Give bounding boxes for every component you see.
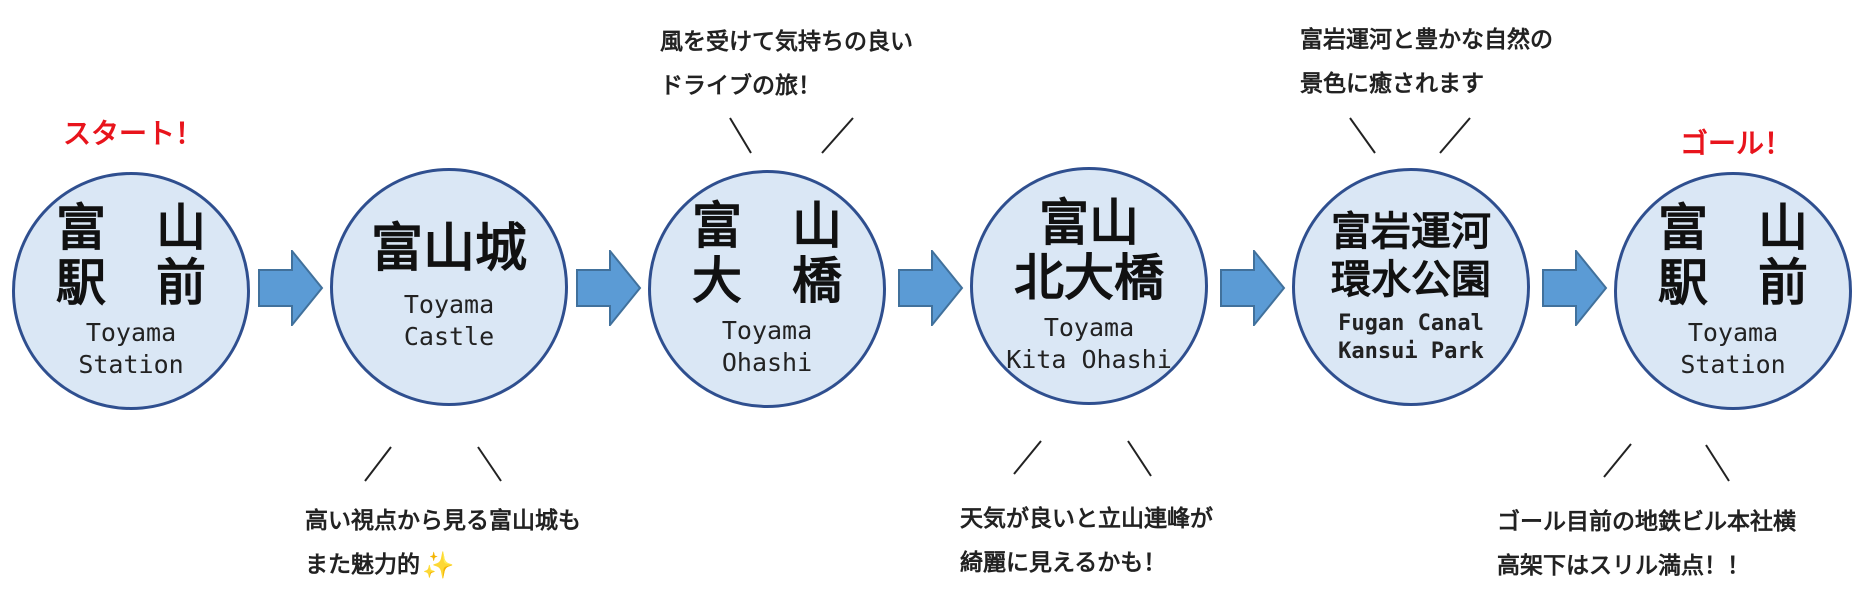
note-line: 景色に癒されます	[1300, 71, 1484, 97]
stop-fugan-canal-kansui-park: 富岩運河 環水公園 Fugan Canal Kansui Park	[1292, 168, 1530, 406]
note-line: 風を受けて気持ちの良い	[660, 29, 913, 55]
tick-line	[1013, 440, 1042, 475]
stop-name-en-line: Toyama	[1687, 318, 1779, 347]
stop-name-jp-line: 富山城	[370, 219, 527, 280]
stop-name-jp: 富 山 大 橋	[692, 199, 842, 309]
start-label: スタート！	[63, 117, 204, 150]
stop-name-en: Toyama Station	[1680, 317, 1785, 381]
note-line: 天気が良いと立山連峰が	[960, 506, 1213, 532]
note-line: 富岩運河と豊かな自然の	[1300, 27, 1553, 53]
stop-name-en: Toyama Ohashi	[722, 315, 812, 379]
note-castle: 高い視点から見る富山城も また魅力的✨	[305, 499, 581, 588]
stop-name-en-line: Toyama	[403, 289, 495, 319]
sparkle-icon: ✨	[422, 551, 455, 581]
note-line: 高い視点から見る富山城も	[305, 508, 581, 534]
stop-name-en: Toyama Station	[78, 317, 183, 381]
note-line: 高架下はスリル満点！！	[1497, 553, 1750, 579]
tick-line	[1603, 443, 1632, 478]
stop-name-en-line: Castle	[403, 321, 495, 351]
tick-line	[1349, 117, 1376, 154]
stop-name-en-line: Station	[1680, 350, 1786, 379]
tick-line	[477, 446, 502, 482]
stop-name-jp-line: 駅 前	[56, 254, 206, 312]
note-kita-ohashi: 天気が良いと立山連峰が 綺麗に見えるかも！	[960, 497, 1213, 585]
note-line: ドライブの旅！	[660, 73, 821, 99]
stop-name-jp: 富山 北大橋	[1014, 196, 1164, 306]
stop-toyama-kita-ohashi: 富山 北大橋 Toyama Kita Ohashi	[970, 167, 1208, 405]
stop-name-jp-line: 北大橋	[1014, 249, 1164, 307]
stop-name-jp-line: 駅 前	[1658, 254, 1808, 312]
right-arrow-icon	[258, 250, 324, 326]
tick-line	[1439, 117, 1471, 154]
note-goal-station: ゴール目前の地鉄ビル本社横 高架下はスリル満点！！	[1497, 500, 1796, 588]
stop-name-en-line: Fugan Canal	[1338, 310, 1484, 336]
right-arrow-icon	[1220, 250, 1286, 326]
stop-name-jp: 富山城	[371, 221, 527, 278]
stop-toyama-castle: 富山城 Toyama Castle	[330, 168, 568, 406]
tick-line	[729, 117, 752, 154]
right-arrow-icon	[576, 250, 642, 326]
right-arrow-icon	[1542, 250, 1608, 326]
stop-name-en: Toyama Castle	[404, 289, 494, 353]
note-ohashi: 風を受けて気持ちの良い ドライブの旅！	[660, 20, 913, 108]
stop-name-en: Fugan Canal Kansui Park	[1338, 310, 1484, 366]
stop-name-jp-line: 大 橋	[692, 252, 842, 310]
right-arrow-icon	[898, 250, 964, 326]
stop-name-jp-line: 富 山	[692, 197, 842, 255]
note-line: 綺麗に見えるかも！	[960, 550, 1167, 576]
goal-label: ゴール！	[1680, 127, 1793, 160]
stop-name-jp-line: 富 山	[56, 199, 206, 257]
note-kansui: 富岩運河と豊かな自然の 景色に癒されます	[1300, 18, 1553, 106]
stop-name-jp: 富 山 駅 前	[56, 201, 206, 311]
note-line: また魅力的✨	[305, 543, 581, 588]
stop-toyama-station-start: 富 山 駅 前 Toyama Station	[12, 172, 250, 410]
stop-toyama-station-goal: 富 山 駅 前 Toyama Station	[1614, 172, 1852, 410]
stop-name-jp: 富岩運河 環水公園	[1331, 208, 1491, 304]
stop-name-en-line: Station	[78, 350, 184, 379]
stop-name-en-line: Toyama	[721, 316, 813, 345]
tick-line	[364, 446, 392, 482]
stop-name-en-line: Toyama	[1043, 313, 1135, 342]
stop-name-en-line: Kansui Park	[1338, 339, 1484, 364]
stop-name-en-line: Ohashi	[721, 348, 813, 377]
stop-name-en: Toyama Kita Ohashi	[1006, 312, 1172, 376]
stop-name-jp-line: 環水公園	[1331, 256, 1491, 303]
note-text: また魅力的	[305, 552, 420, 578]
tick-line	[1127, 440, 1152, 477]
note-line: ゴール目前の地鉄ビル本社横	[1497, 509, 1796, 535]
tick-line	[1705, 444, 1730, 482]
stop-name-jp-line: 富山	[1039, 194, 1139, 252]
stop-name-jp-line: 富岩運河	[1331, 208, 1491, 255]
stop-name-jp-line: 富 山	[1658, 199, 1808, 257]
stop-name-jp: 富 山 駅 前	[1658, 201, 1808, 311]
stop-toyama-ohashi: 富 山 大 橋 Toyama Ohashi	[648, 170, 886, 408]
tick-line	[821, 117, 854, 154]
stop-name-en-line: Toyama	[85, 318, 177, 347]
stop-name-en-line: Kita Ohashi	[1006, 345, 1172, 374]
